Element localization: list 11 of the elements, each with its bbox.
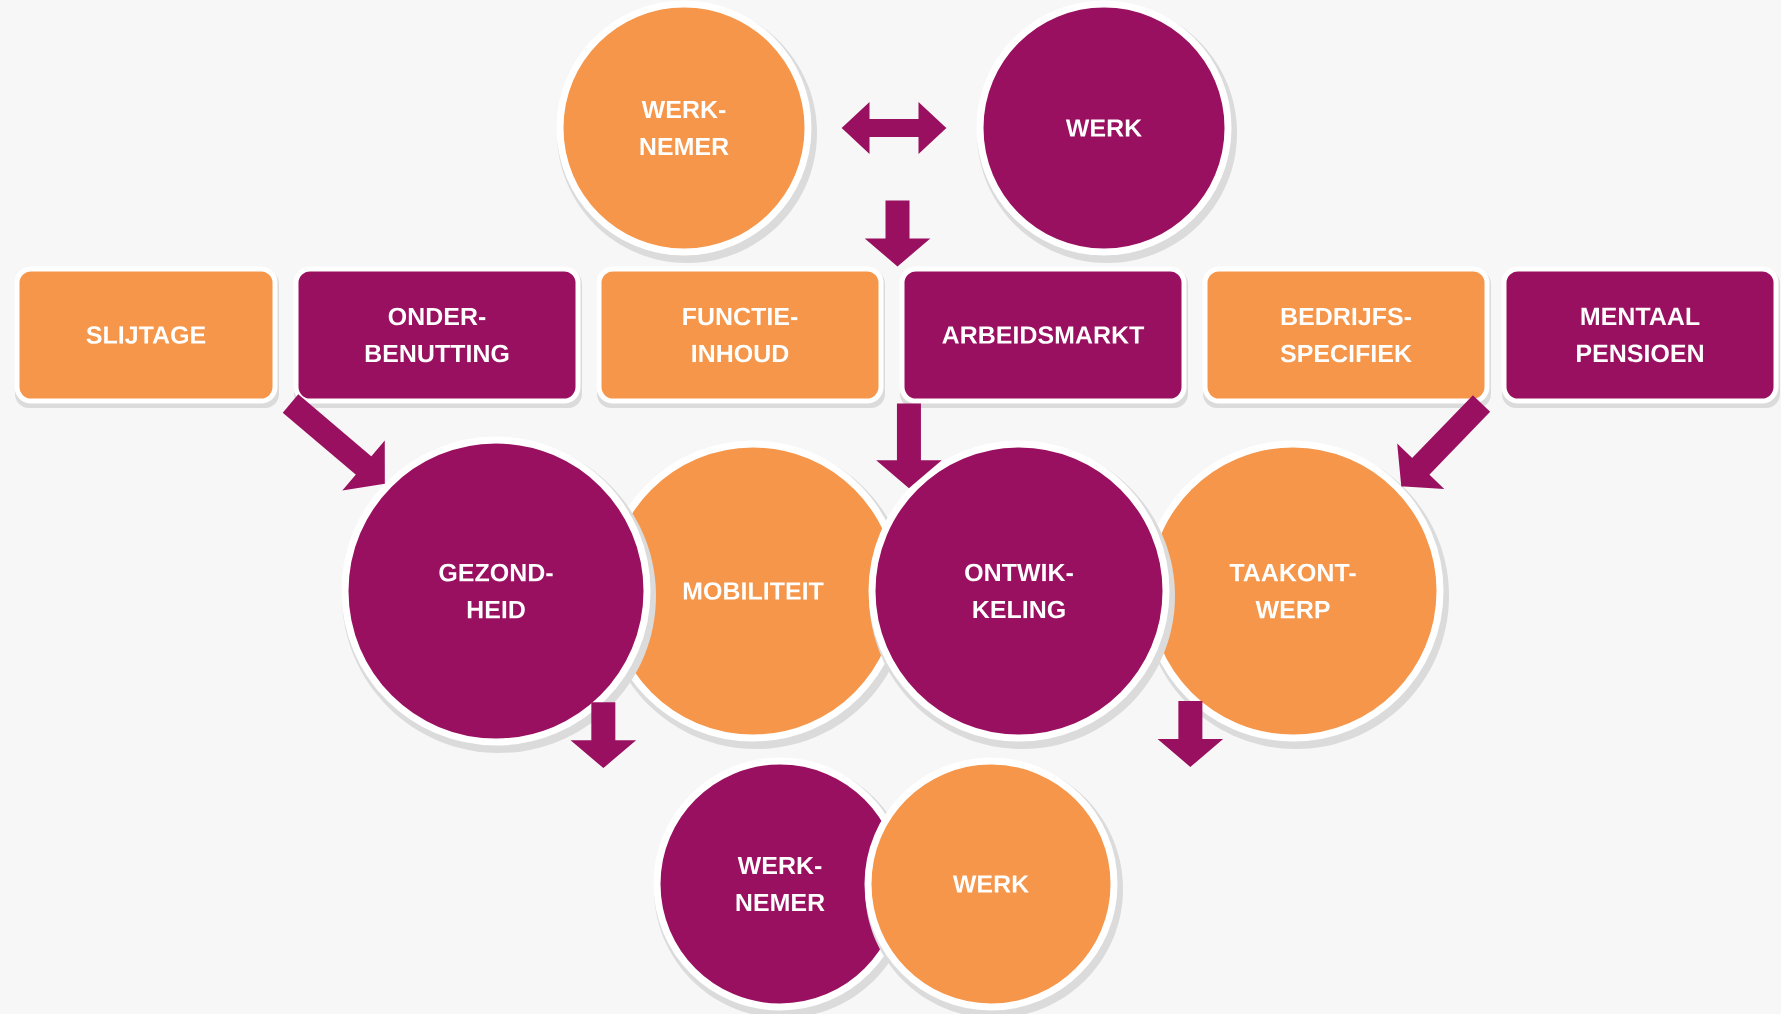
rounded-box: SLIJTAGE [14, 266, 279, 408]
rounded-box: FUNCTIE- INHOUD [596, 266, 885, 408]
rounded-box: MENTAAL PENSIOEN [1501, 266, 1780, 408]
circle-node: GEZOND- HEID [341, 436, 656, 753]
circle-node: TAAKONT- WERP [1142, 440, 1449, 749]
circle-node: WERK- NEMER [556, 0, 817, 263]
rounded-box: BEDRIJFS- SPECIFIEK [1202, 266, 1491, 408]
circle-node: ONTWIK- KELING [868, 440, 1175, 749]
circle-node: WERK [976, 0, 1237, 263]
rounded-box: ARBEIDSMARKT [899, 266, 1188, 408]
rounded-box: ONDER- BENUTTING [293, 266, 582, 408]
